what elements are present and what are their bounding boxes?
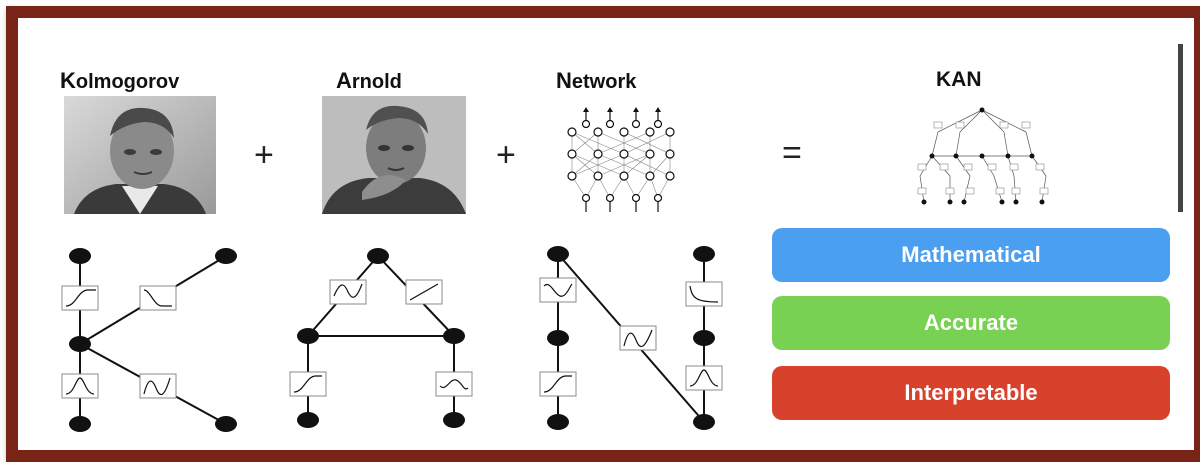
letter-a-functions [289,279,473,397]
badge-accurate: Accurate [772,296,1170,350]
arnold-photo [322,96,466,214]
kan-mini-diagram [917,107,1049,205]
letter-n-functions [539,277,723,397]
kolmogorov-photo [64,96,216,214]
network-arrows [585,110,659,212]
arnold-portrait-image [322,96,466,214]
network-arrowheads [583,107,661,112]
equals-operator: = [782,134,802,172]
badge-interpretable: Interpretable [772,366,1170,420]
letter-k-edges [79,255,227,425]
figure-content: Kolmogorov Arnold Network KAN + [18,18,1194,450]
kan-mini-functions [917,121,1049,195]
title-kolmogorov: Kolmogorov [60,68,179,94]
network-neurons [567,119,675,203]
title-kan: KAN [936,68,982,91]
plus-operator-2: + [496,136,516,174]
kolmogorov-portrait-image [64,96,216,214]
letter-a-nodes [297,248,465,428]
title-kolmogorov-initial: K [60,68,76,93]
title-arnold-initial: A [336,68,352,93]
title-network-initial: N [556,68,572,93]
title-kolmogorov-rest: olmogorov [75,71,180,93]
letter-k-nodes [69,248,237,432]
badge-interpretable-label: Interpretable [904,380,1038,405]
kan-mini-nodes [921,107,1045,205]
letter-a-graph [289,248,473,428]
badge-mathematical: Mathematical [772,228,1170,282]
title-network: Network [556,68,636,94]
title-network-rest: etwork [571,71,637,93]
figure-frame: Kolmogorov Arnold Network KAN + [6,6,1200,462]
title-arnold-rest: rnold [351,71,402,93]
badge-accurate-label: Accurate [923,310,1019,335]
badge-mathematical-label: Mathematical [901,242,1041,267]
network-diagram [567,107,675,212]
letter-k-functions [61,285,177,399]
letter-n-graph [539,246,723,430]
title-arnold: Arnold [336,68,402,94]
network-edges [571,131,671,199]
letter-n-nodes [547,246,715,430]
plus-operator-1: + [254,136,274,174]
letter-k-graph [61,248,237,432]
scrollbar[interactable] [1178,44,1183,212]
